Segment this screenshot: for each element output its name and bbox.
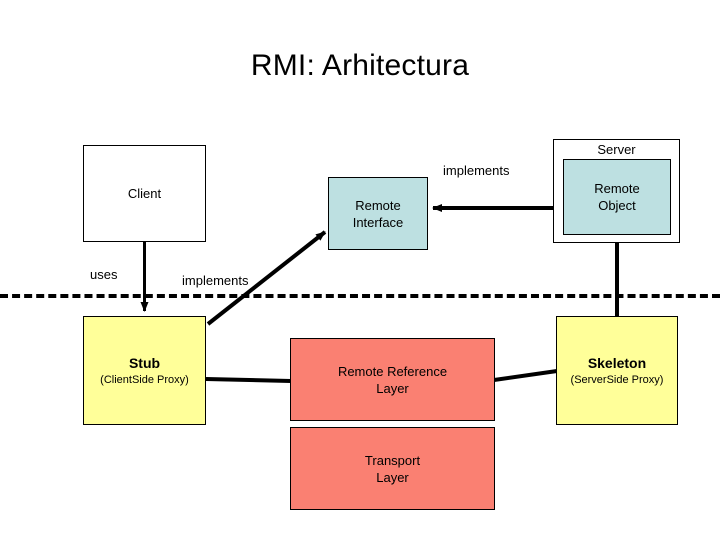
remote-interface-label-line1: Remote bbox=[355, 197, 401, 213]
remote-object-label-line2: Object bbox=[598, 198, 636, 213]
server-box[interactable]: Server Remote Object bbox=[553, 139, 680, 243]
stub-box-sublabel: (ClientSide Proxy) bbox=[100, 374, 189, 386]
remote-interface-box[interactable]: Remote Interface bbox=[328, 177, 428, 250]
client-box[interactable]: Client bbox=[83, 145, 206, 242]
remote-reference-layer-label-line1: Remote Reference bbox=[337, 363, 448, 379]
transport-layer-label-line1: Transport bbox=[364, 452, 421, 468]
skeleton-box-label: Skeleton bbox=[587, 355, 647, 371]
connector-stub-to-remote-reference-layer bbox=[205, 377, 292, 383]
skeleton-box-sublabel: (ServerSide Proxy) bbox=[570, 374, 664, 386]
page-title: RMI: Arhitectura bbox=[250, 49, 470, 82]
implements-label-diagonal: implements bbox=[182, 273, 249, 288]
stub-box-label: Stub bbox=[128, 355, 161, 371]
implements-label-top: implements bbox=[443, 163, 510, 178]
remote-object-label-line1: Remote bbox=[594, 181, 640, 196]
remote-reference-layer-label-line2: Layer bbox=[376, 380, 409, 396]
remote-reference-layer-box[interactable]: Remote Reference Layer bbox=[290, 338, 495, 421]
remote-object-box[interactable]: Remote Object bbox=[563, 159, 671, 235]
client-server-divider bbox=[0, 294, 720, 298]
uses-label: uses bbox=[90, 267, 118, 282]
connector-remote-reference-layer-to-skeleton bbox=[493, 369, 558, 382]
server-box-label: Server bbox=[597, 142, 636, 157]
remote-interface-label-line2: Interface bbox=[352, 214, 404, 230]
client-box-label: Client bbox=[127, 186, 162, 201]
stub-box[interactable]: Stub (ClientSide Proxy) bbox=[83, 316, 206, 425]
transport-layer-label-line2: Layer bbox=[376, 469, 409, 485]
connector-stub-to-remote-interface bbox=[206, 230, 327, 326]
skeleton-box[interactable]: Skeleton (ServerSide Proxy) bbox=[556, 316, 678, 425]
transport-layer-box[interactable]: Transport Layer bbox=[290, 427, 495, 510]
